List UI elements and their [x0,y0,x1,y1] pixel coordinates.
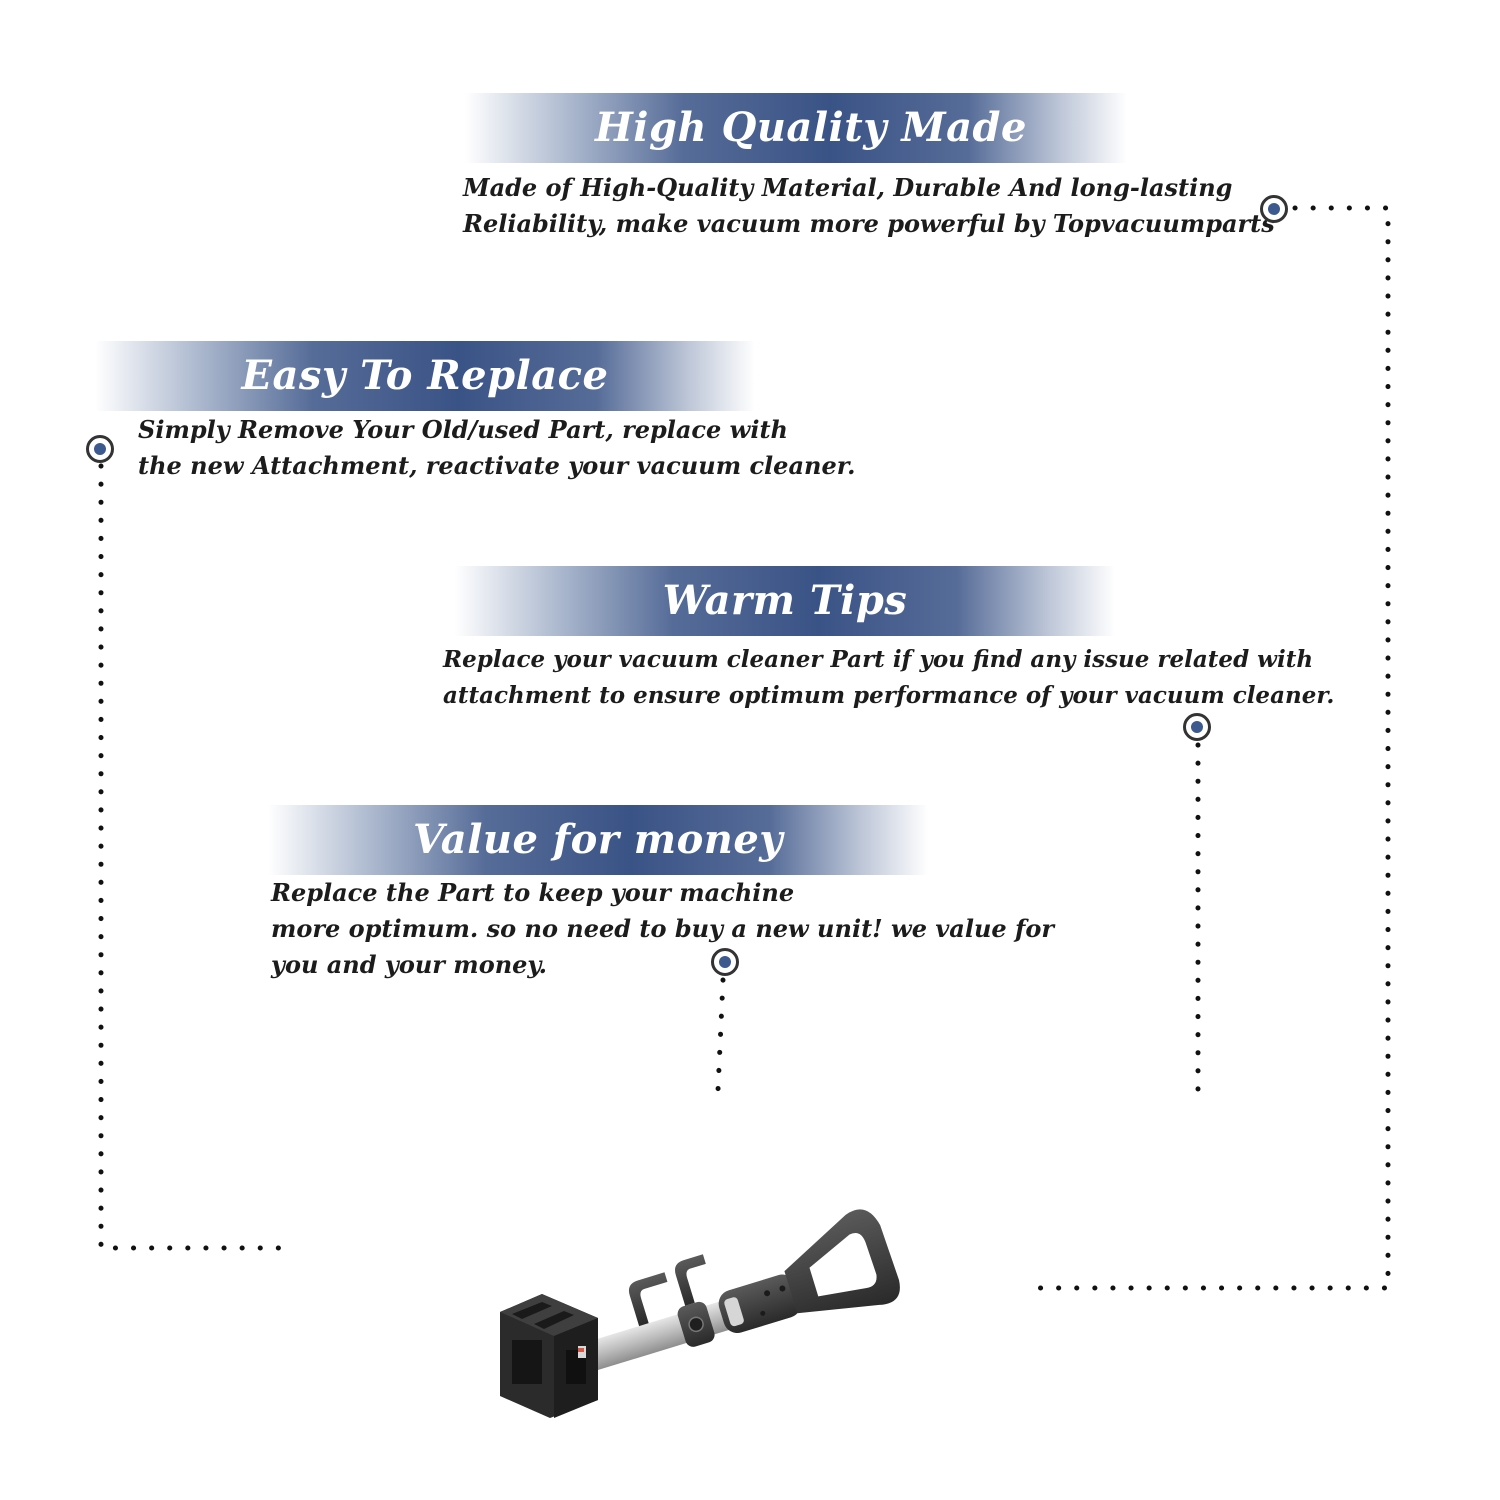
marker-easy-replace-icon [86,435,114,463]
desc-warm-tips: Replace your vacuum cleaner Part if you … [443,642,1334,714]
heading-easy-replace: Easy To Replace [241,352,609,399]
marker-high-quality-icon [1260,195,1288,223]
vacuum-handle-attachment-image [500,1209,900,1418]
desc-line: Simply Remove Your Old/used Part, replac… [138,415,788,444]
desc-line: the new Attachment, reactivate your vacu… [138,451,856,480]
desc-easy-replace: Simply Remove Your Old/used Part, replac… [138,412,856,484]
marker-value-money-icon [711,948,739,976]
desc-value-money: Replace the Part to keep your machine mo… [271,875,1054,983]
desc-line: attachment to ensure optimum performance… [443,682,1335,709]
desc-line: Reliability, make vacuum more powerful b… [463,209,1275,238]
desc-line: Replace your vacuum cleaner Part if you … [443,646,1314,673]
desc-line: you and your money. [271,950,547,979]
desc-line: Replace the Part to keep your machine [271,878,795,907]
banner-high-quality: High Quality Made [465,93,1127,163]
heading-value-money: Value for money [412,816,784,863]
heading-high-quality: High Quality Made [595,104,1027,151]
desc-line: Made of High-Quality Material, Durable A… [463,173,1233,202]
banner-warm-tips: Warm Tips [455,566,1115,636]
heading-warm-tips: Warm Tips [662,577,908,624]
desc-line: more optimum. so no need to buy a new un… [271,914,1054,943]
desc-high-quality: Made of High-Quality Material, Durable A… [463,170,1275,242]
banner-easy-replace: Easy To Replace [95,341,755,411]
banner-value-money: Value for money [268,805,928,875]
marker-warm-tips-icon [1183,713,1211,741]
